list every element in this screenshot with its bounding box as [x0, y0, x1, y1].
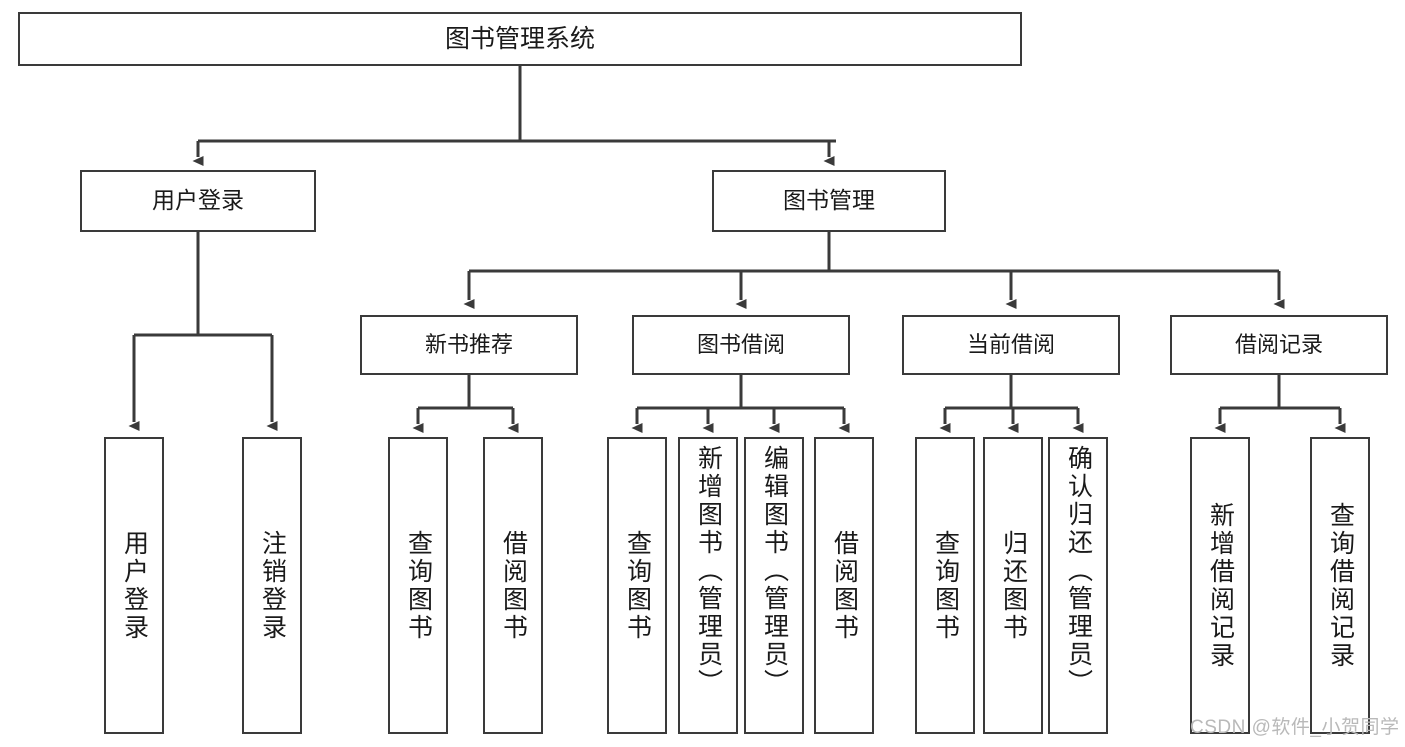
leaf-query-book-borrow-label: 查询图书 — [623, 529, 652, 642]
node-new-book-recommend[interactable]: 新书推荐 — [360, 315, 578, 375]
node-borrow-record-label: 借阅记录 — [1234, 331, 1323, 357]
leaf-logout[interactable]: 注销登录 — [242, 437, 302, 734]
leaf-user-login-label: 用户登录 — [120, 529, 149, 642]
leaf-add-book-admin-label: 新增图书（管理员） — [694, 445, 723, 697]
leaf-edit-book-admin-label: 编辑图书（管理员） — [760, 445, 789, 697]
leaf-logout-label: 注销登录 — [258, 529, 287, 642]
node-root[interactable]: 图书管理系统 — [18, 12, 1022, 66]
leaf-borrow-book-borrow-label: 借阅图书 — [830, 529, 859, 642]
leaf-return-book-label: 归还图书 — [999, 529, 1028, 642]
node-book-manage[interactable]: 图书管理 — [712, 170, 946, 232]
leaf-query-book-recommend-label: 查询图书 — [404, 529, 433, 642]
leaf-add-book-admin[interactable]: 新增图书（管理员） — [678, 437, 738, 734]
leaf-borrow-book-borrow[interactable]: 借阅图书 — [814, 437, 874, 734]
node-current-borrow-label: 当前借阅 — [966, 331, 1055, 357]
leaf-borrow-book-recommend[interactable]: 借阅图书 — [483, 437, 543, 734]
leaf-query-borrow-record[interactable]: 查询借阅记录 — [1310, 437, 1370, 734]
node-root-label: 图书管理系统 — [444, 25, 595, 53]
node-current-borrow[interactable]: 当前借阅 — [902, 315, 1120, 375]
leaf-confirm-return-admin-label: 确认归还（管理员） — [1064, 445, 1093, 697]
leaf-edit-book-admin[interactable]: 编辑图书（管理员） — [744, 437, 804, 734]
leaf-add-borrow-record-label: 新增借阅记录 — [1206, 501, 1235, 670]
leaf-user-login[interactable]: 用户登录 — [104, 437, 164, 734]
leaf-confirm-return-admin[interactable]: 确认归还（管理员） — [1048, 437, 1108, 734]
node-book-borrow[interactable]: 图书借阅 — [632, 315, 850, 375]
leaf-query-book-current-label: 查询图书 — [931, 529, 960, 642]
node-user-login[interactable]: 用户登录 — [80, 170, 316, 232]
leaf-query-book-current[interactable]: 查询图书 — [915, 437, 975, 734]
leaf-query-book-borrow[interactable]: 查询图书 — [607, 437, 667, 734]
leaf-return-book[interactable]: 归还图书 — [983, 437, 1043, 734]
node-book-borrow-label: 图书借阅 — [696, 331, 785, 357]
leaf-borrow-book-recommend-label: 借阅图书 — [499, 529, 528, 642]
leaf-add-borrow-record[interactable]: 新增借阅记录 — [1190, 437, 1250, 734]
node-new-book-recommend-label: 新书推荐 — [424, 331, 513, 357]
node-borrow-record[interactable]: 借阅记录 — [1170, 315, 1388, 375]
csdn-watermark: CSDN @软件_小贺同学 — [1190, 717, 1400, 738]
leaf-query-book-recommend[interactable]: 查询图书 — [388, 437, 448, 734]
leaf-query-borrow-record-label: 查询借阅记录 — [1326, 501, 1355, 670]
node-book-manage-label: 图书管理 — [783, 187, 875, 214]
node-user-login-label: 用户登录 — [152, 187, 244, 214]
